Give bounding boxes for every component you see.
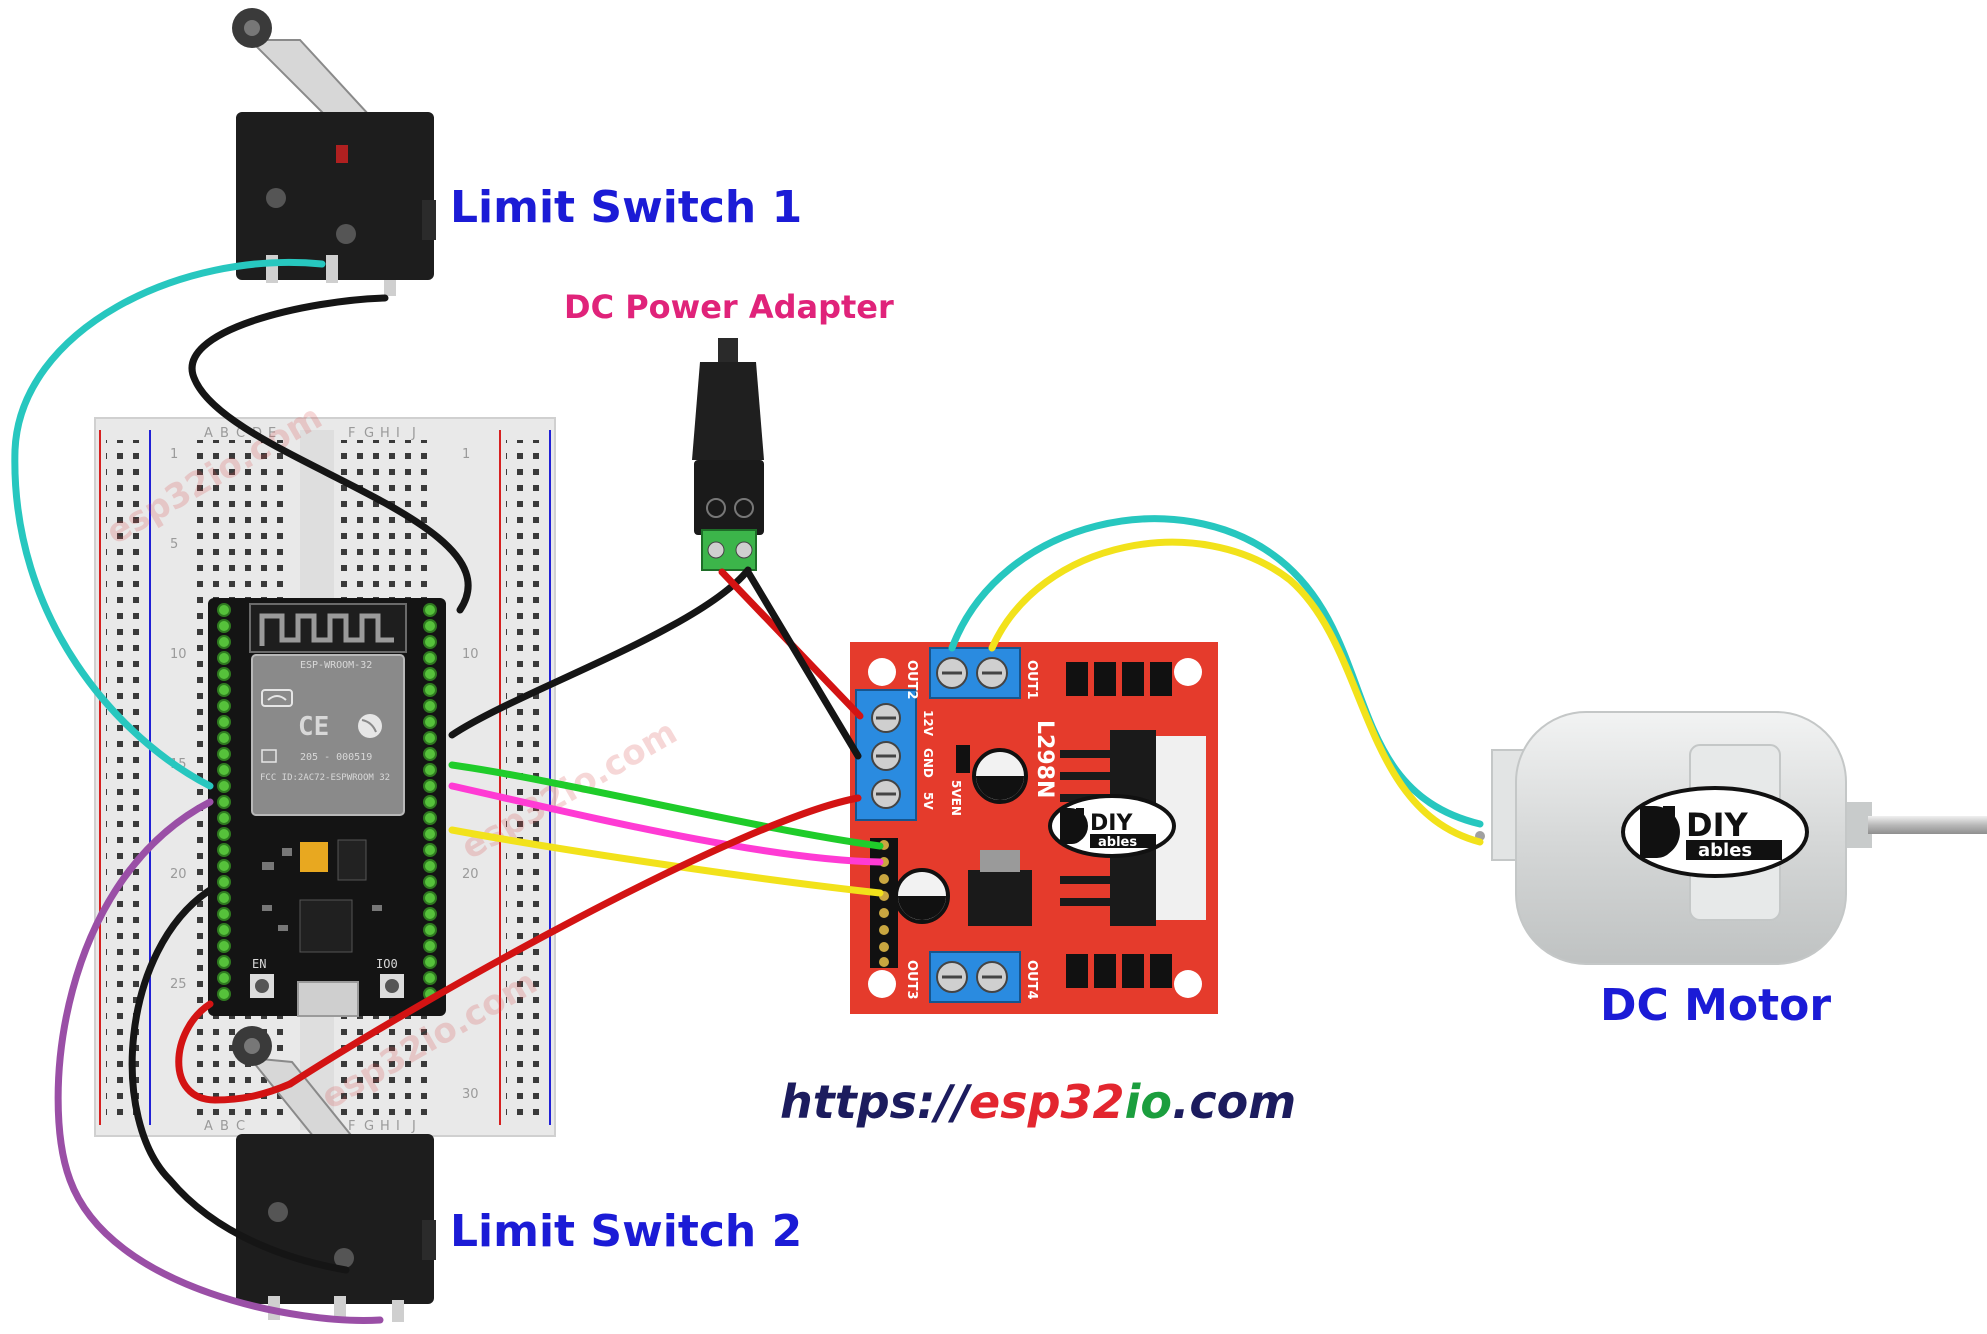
col-label-f-bottom: F <box>348 1119 355 1134</box>
col-label-a: A <box>204 426 213 441</box>
row-number-25: 25 <box>170 977 187 992</box>
dc-power-adapter <box>692 338 764 571</box>
col-label-g: G <box>364 426 374 441</box>
wire-black-power <box>744 568 862 760</box>
row-number-10-right: 10 <box>462 647 479 662</box>
label-limit-switch-1: Limit Switch 1 <box>450 182 802 233</box>
row-number-1: 1 <box>170 447 178 462</box>
chip-label: L298N <box>1032 720 1057 798</box>
wire-green-signal <box>448 761 884 850</box>
col-label-g-bottom: G <box>364 1119 374 1134</box>
motor-logo-small-text: ables <box>1698 840 1752 861</box>
row-number-30-right: 30 <box>462 1087 479 1102</box>
wire-magenta-signal <box>448 782 884 866</box>
url-prefix: https:// <box>780 1075 972 1129</box>
driver-header-pins <box>870 838 898 968</box>
motor-logo-big-text: DIY <box>1686 806 1748 844</box>
out1-label: OUT1 <box>1024 660 1039 700</box>
esp32-right-pins <box>423 603 437 1001</box>
module-name: ESP-WROOM-32 <box>300 660 372 671</box>
col-label-b-bottom: B <box>220 1119 229 1134</box>
url-suffix: .com <box>1172 1075 1296 1129</box>
wire-black-power-gnd <box>448 566 752 739</box>
out4-label: OUT4 <box>1024 960 1039 1000</box>
wire-black-switch1 <box>188 294 472 614</box>
wire-red-switch2 <box>286 794 862 1088</box>
power-5v-label: 5V <box>921 792 935 810</box>
url-part-32: 32 <box>1061 1075 1125 1129</box>
wifi-icon <box>261 689 293 707</box>
col-label-f: F <box>348 426 355 441</box>
row-number-5: 5 <box>170 537 178 552</box>
power-12v-label: 12V <box>921 710 935 737</box>
row-number-1-right: 1 <box>462 447 470 462</box>
wire-red-switch2-loop <box>175 1000 294 1104</box>
esp32-left-pins <box>217 603 231 1001</box>
col-label-j-bottom: J <box>411 1119 416 1134</box>
col-label-a-bottom: A <box>204 1119 213 1134</box>
cert-line-2: FCC ID:2AC72-ESPWROOM 32 <box>260 773 390 783</box>
ce-mark-icon: CE <box>298 712 329 742</box>
label-dc-power-adapter: DC Power Adapter <box>564 288 894 326</box>
row-number-10: 10 <box>170 647 187 662</box>
col-label-i: I <box>396 426 400 441</box>
col-label-i-bottom: I <box>396 1119 400 1134</box>
label-limit-switch-2: Limit Switch 2 <box>450 1206 802 1257</box>
button-io0-label: IO0 <box>376 957 398 971</box>
board-logo-big-text: DIY <box>1090 811 1133 836</box>
l298n-driver: OUT2 OUT1 OUT3 OUT4 12V GND 5V 5VEN L298… <box>850 642 1218 1014</box>
svg-text:CE: CE <box>298 712 329 742</box>
button-en-label: EN <box>252 957 266 971</box>
wire-yellow-signal <box>448 826 884 897</box>
col-label-h: H <box>380 426 390 441</box>
wire-black-switch2 <box>128 886 350 1274</box>
website-url: https://esp32io.com <box>780 1075 1296 1129</box>
url-part-esp: esp <box>969 1075 1061 1129</box>
limit-switch-2 <box>232 1026 436 1322</box>
url-part-io: io <box>1125 1075 1172 1129</box>
wire-cyan-switch1 <box>11 258 326 790</box>
espressif-logo-icon <box>358 714 382 738</box>
label-dc-motor: DC Motor <box>1600 980 1831 1031</box>
power-gnd-label: GND <box>921 748 935 778</box>
diyables-logo-icon: DIY ables <box>1621 786 1809 878</box>
col-label-c: C <box>236 426 245 441</box>
col-label-e: E <box>268 426 276 441</box>
limit-switch-1 <box>232 8 436 296</box>
board-logo-small-text: ables <box>1098 835 1137 850</box>
diyables-logo-icon: DIY ables <box>1048 794 1176 858</box>
wire-purple-switch2 <box>54 798 384 1324</box>
diode-array-bottom <box>1066 954 1172 988</box>
col-label-j: J <box>411 426 416 441</box>
breadboard-row-numbers: 1 5 10 15 20 25 1 10 20 30 <box>170 447 479 1102</box>
diode-array-top <box>1066 662 1172 696</box>
jumper-5ven-label: 5VEN <box>949 780 963 816</box>
out2-label: OUT2 <box>904 660 919 700</box>
row-number-20: 20 <box>170 867 187 882</box>
col-label-b: B <box>220 426 229 441</box>
col-label-c-bottom: C <box>236 1119 245 1134</box>
out3-label: OUT3 <box>904 960 919 1000</box>
wire-yellow-motor <box>988 538 1484 846</box>
col-label-h-bottom: H <box>380 1119 390 1134</box>
dc-motor: DIY ables <box>1475 711 1987 965</box>
esp32-devkit: ESP-WROOM-32 CE 205 - 000519 FCC ID:2AC7… <box>208 598 446 1017</box>
row-number-20-right: 20 <box>462 867 479 882</box>
wires <box>11 258 1484 1324</box>
cert-line-1: 205 - 000519 <box>300 752 372 763</box>
